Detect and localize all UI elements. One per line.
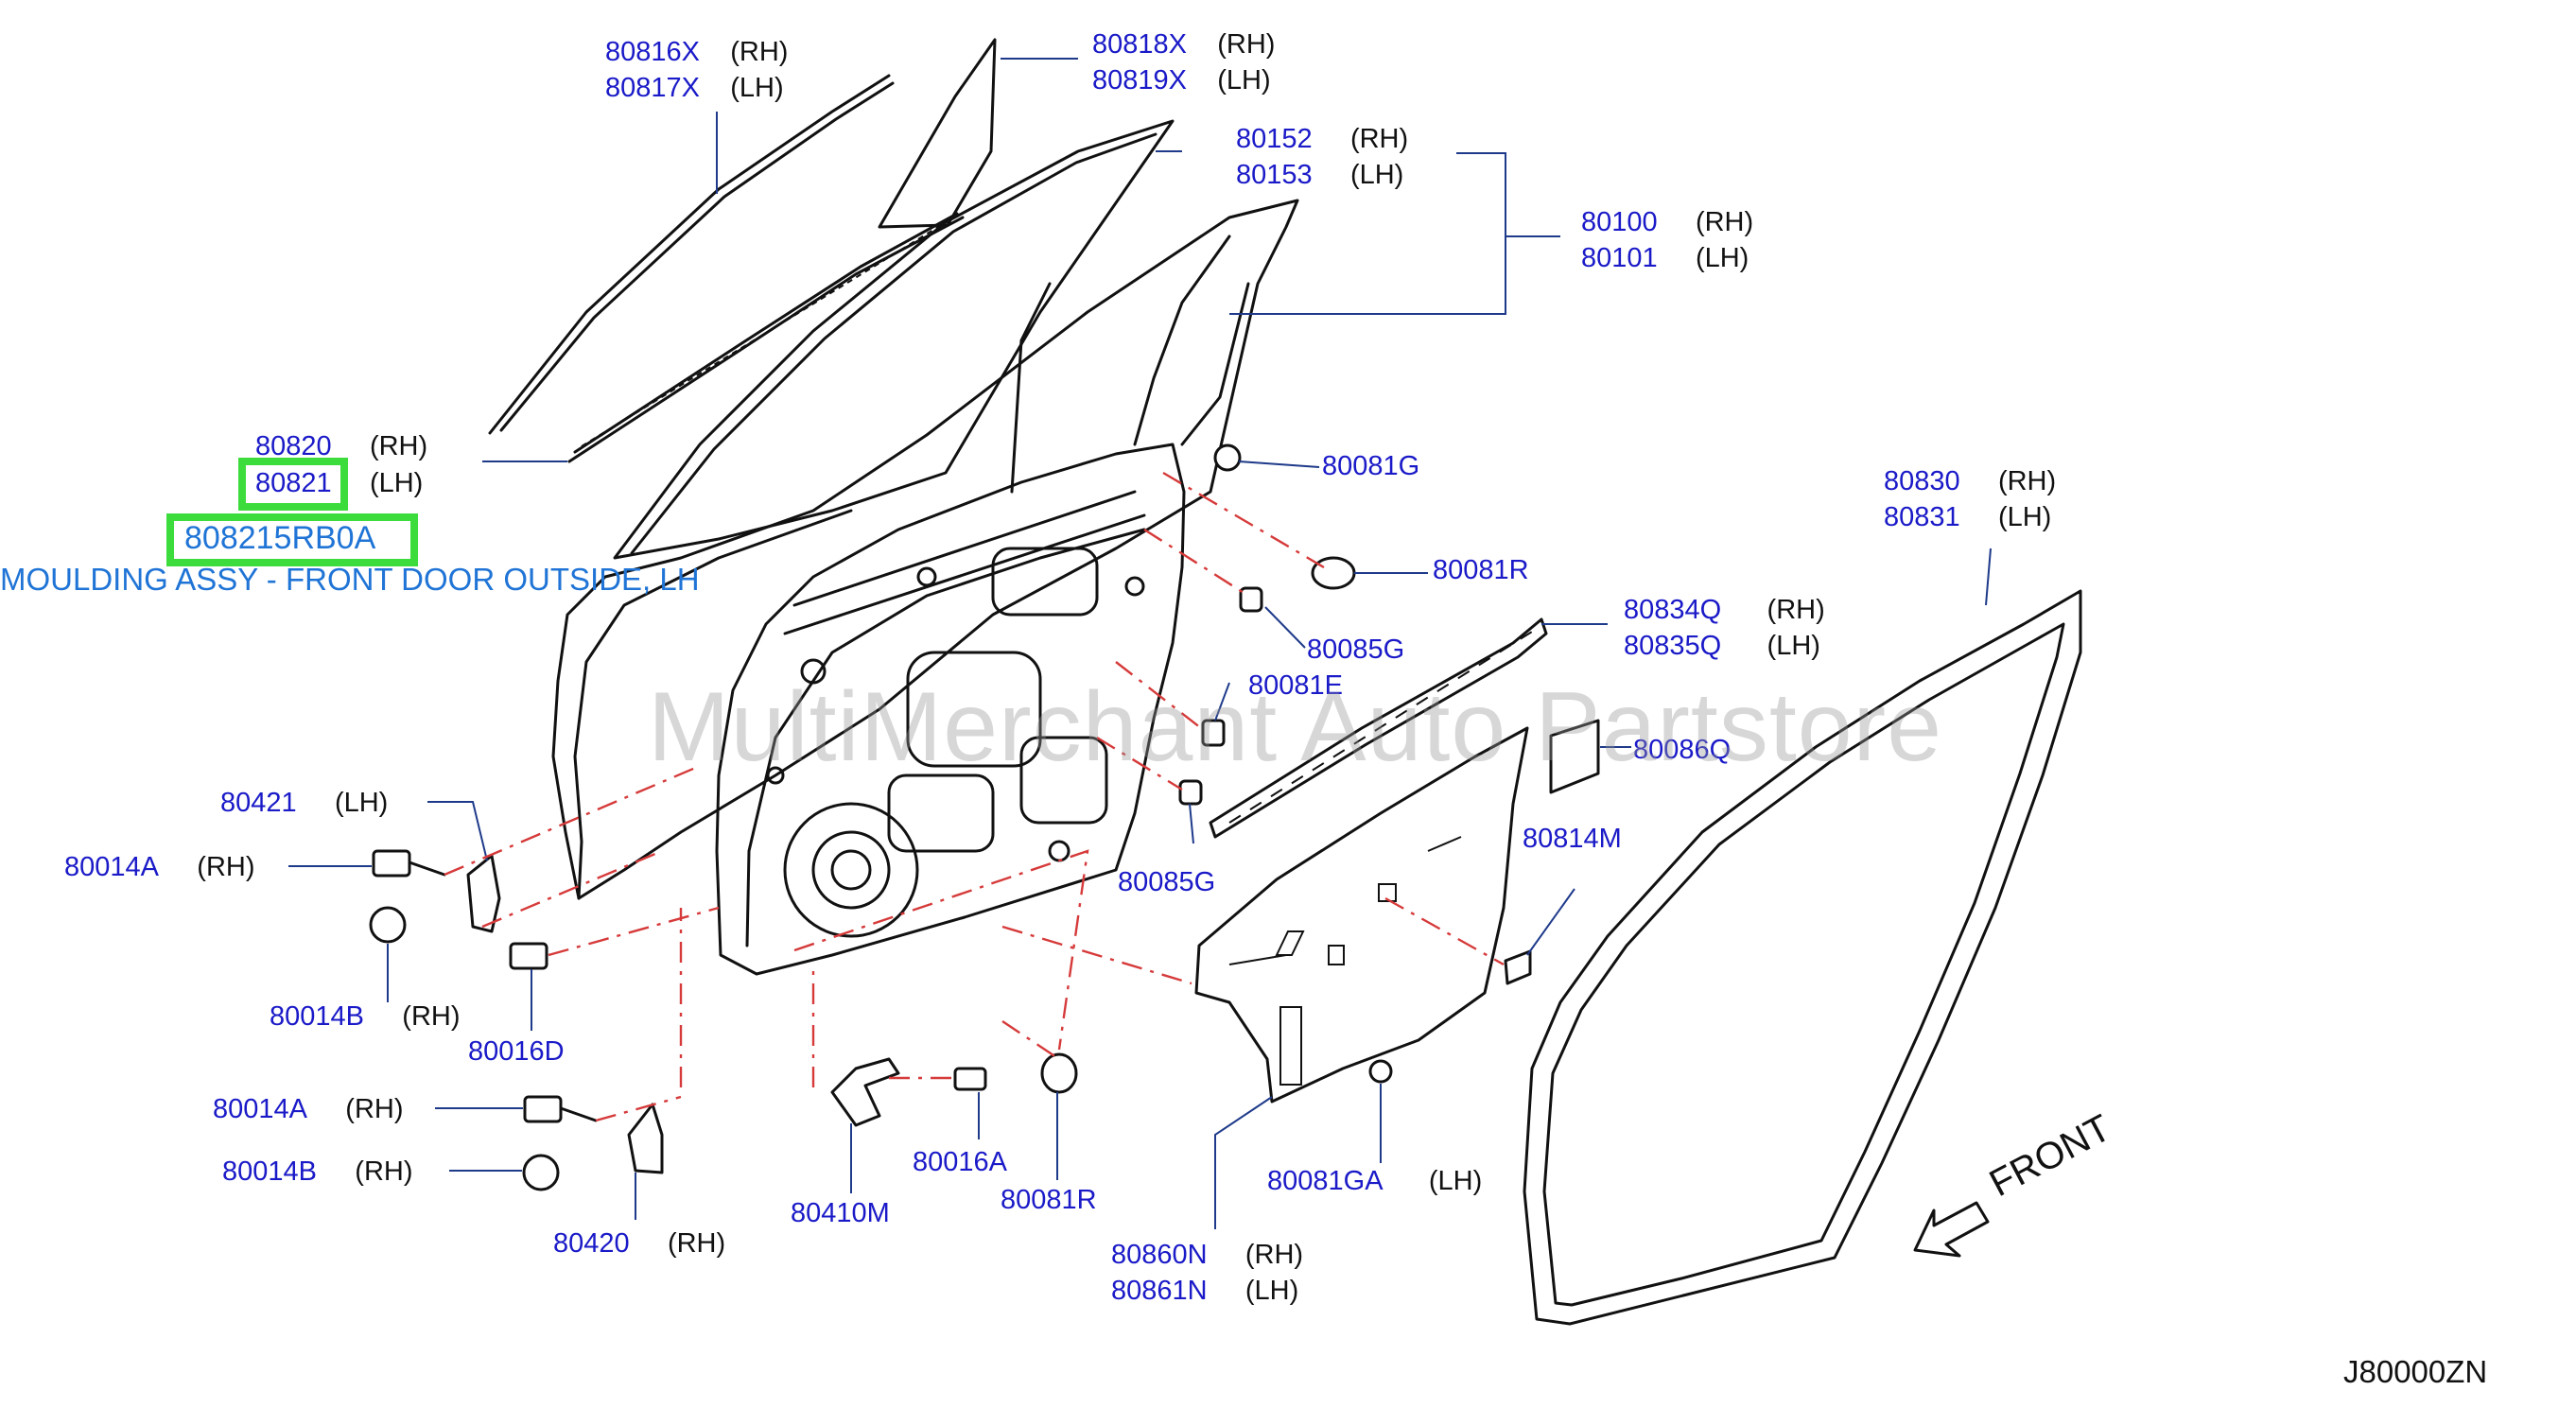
label-80153: 80153 (LH) <box>1236 160 1404 190</box>
label-80081r-upper: 80081R <box>1433 555 1529 585</box>
plug-80081r-lower <box>1040 1052 1078 1094</box>
label-80014a-lower: 80014A (RH) <box>213 1094 404 1124</box>
pad-80814m <box>1504 949 1532 985</box>
sealing-screen <box>1194 726 1529 1104</box>
door-shell-outer <box>551 199 1299 900</box>
grommet-80081g <box>1213 443 1242 472</box>
label-80100: 80100 (RH) <box>1581 207 1754 237</box>
label-80081g: 80081G <box>1322 451 1420 481</box>
label-80085g-lower: 80085G <box>1118 867 1216 897</box>
label-80014b-lower: 80014B (RH) <box>222 1156 413 1187</box>
door-check-link <box>830 1057 900 1127</box>
label-80820: 80820 (RH) <box>255 431 428 461</box>
label-80816x: 80816X (RH) <box>605 37 789 67</box>
bolt-80014a-upper <box>372 849 411 878</box>
label-80081ga: 80081GA (LH) <box>1267 1166 1483 1196</box>
label-80014a-upper: 80014A (RH) <box>64 852 255 882</box>
diagram-code: J80000ZN <box>2343 1354 2488 1389</box>
label-80861n: 80861N (LH) <box>1111 1276 1299 1306</box>
highlight-box-80821[interactable] <box>238 458 348 511</box>
bolt-80016a <box>953 1067 987 1091</box>
label-80421: 80421 (LH) <box>220 788 389 818</box>
highlighted-part-number[interactable]: 808215RB0A <box>184 520 376 556</box>
lower-hinge <box>627 1103 664 1174</box>
label-80834q: 80834Q (RH) <box>1624 595 1825 625</box>
label-80818x: 80818X (RH) <box>1092 29 1276 60</box>
bolt-80016d <box>509 942 548 970</box>
label-80410m: 80410M <box>791 1198 890 1228</box>
door-inner-panel <box>715 443 1186 976</box>
label-80081r-lower: 80081R <box>1001 1185 1097 1215</box>
label-80152: 80152 (RH) <box>1236 124 1409 154</box>
plug-80081r-upper <box>1311 556 1356 590</box>
highlight-box-part-number[interactable] <box>166 513 418 566</box>
pad-80086q <box>1549 719 1600 794</box>
nut-80014b-lower <box>522 1154 560 1191</box>
label-80814m: 80814M <box>1523 824 1622 854</box>
highlighted-part-description: MOULDING ASSY - FRONT DOOR OUTSIDE, LH <box>0 562 700 597</box>
label-80817x: 80817X (LH) <box>605 73 784 103</box>
clip-80085g-lower <box>1178 779 1203 806</box>
label-80819x: 80819X (LH) <box>1092 65 1271 96</box>
label-80835q: 80835Q (LH) <box>1624 631 1820 661</box>
front-arrow <box>1913 1201 1990 1258</box>
label-80860n: 80860N (RH) <box>1111 1240 1304 1270</box>
label-80081e: 80081E <box>1248 670 1343 701</box>
clip-80085g-upper <box>1239 586 1263 613</box>
label-80016d: 80016D <box>468 1036 565 1067</box>
label-80086q: 80086Q <box>1633 735 1732 765</box>
upper-hinge <box>466 854 501 933</box>
label-80821: 80821 (LH) <box>255 468 424 498</box>
nut-80014b-upper <box>369 906 407 944</box>
label-80101: 80101 (LH) <box>1581 243 1749 273</box>
label-80420: 80420 (RH) <box>553 1228 726 1259</box>
outside-moulding-strip <box>488 74 891 435</box>
label-80830: 80830 (RH) <box>1884 466 2057 496</box>
belt-moulding <box>567 216 965 463</box>
label-80014b-upper: 80014B (RH) <box>270 1001 461 1032</box>
label-80085g-upper: 80085G <box>1307 634 1405 665</box>
clip-80081e <box>1201 719 1226 747</box>
label-80831: 80831 (LH) <box>1884 502 2052 532</box>
bolt-80014a-lower <box>523 1095 563 1123</box>
sash-trim <box>878 38 997 229</box>
door-glass <box>613 119 1175 560</box>
watermark: MultiMerchant Auto Partstore <box>648 672 1943 782</box>
grommet-80081ga <box>1368 1059 1393 1084</box>
door-weatherstrip <box>1523 589 2082 1326</box>
label-80016a: 80016A <box>913 1147 1007 1177</box>
